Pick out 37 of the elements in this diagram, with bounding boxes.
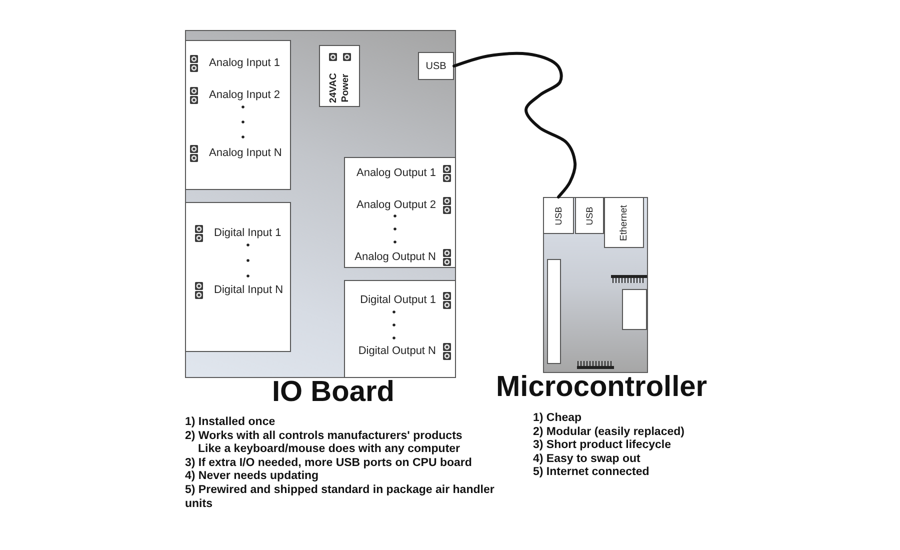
channel-label: Digital Input 1 [214, 226, 282, 240]
channel-label: Digital Input N [214, 284, 284, 296]
power-connector [319, 45, 360, 107]
digital-input-panel [185, 202, 291, 352]
digital-output-panel [344, 280, 456, 378]
usb-port [543, 197, 574, 234]
usb-port [418, 52, 454, 80]
port-label: Ethernet [618, 204, 630, 242]
channel-label: Analog Output 2 [356, 198, 436, 212]
board-title: Microcontroller [496, 373, 708, 402]
feature-note: 2) Modular (easily replaced) [533, 426, 686, 440]
feature-note: 3) If extra I/O needed, more USB ports on CPU board [185, 456, 473, 470]
feature-note: 4) Easy to swap out [533, 452, 642, 466]
port-label: USB [553, 205, 564, 227]
power-label: 24VAC Power [328, 72, 352, 105]
analog-output-panel [344, 157, 456, 268]
feature-note: 3) Short product lifecycle [533, 439, 672, 453]
channel-label: Digital Output N [358, 344, 436, 358]
feature-note: 1) Installed once [185, 416, 276, 430]
feature-note: 2) Works with all controls manufacturers' products Like a keyboard/mouse does with any computer [185, 430, 464, 457]
analog-input-panel [185, 40, 291, 190]
usb-port [575, 197, 604, 234]
port-label: USB [426, 60, 446, 72]
channel-label: Digital Output 1 [360, 294, 436, 306]
feature-note: 1) Cheap [533, 412, 583, 426]
ethernet-port [604, 197, 644, 248]
board-title: IO Board [272, 378, 394, 407]
channel-label: Analog Input N [209, 146, 282, 160]
channel-label: Analog Output 1 [356, 166, 436, 180]
channel-label: Analog Input 1 [209, 56, 280, 70]
feature-note: 5) Prewired and shipped standard in package air handler units [185, 484, 496, 512]
feature-note: 5) Internet connected [533, 466, 650, 480]
feature-note: 4) Never needs updating [185, 470, 320, 484]
channel-label: Analog Output N [354, 250, 436, 264]
usb-cable [452, 52, 577, 198]
channel-label: Analog Input 2 [209, 88, 280, 102]
port-label: USB [584, 205, 595, 227]
